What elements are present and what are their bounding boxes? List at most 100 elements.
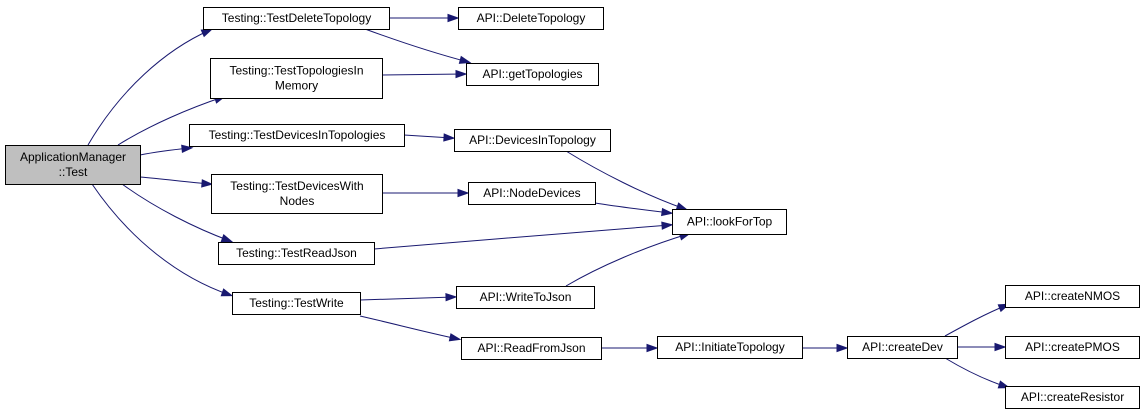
node-api-initiate-topology[interactable]: API::InitiateTopology — [657, 336, 803, 359]
arrowhead-icon — [200, 28, 214, 38]
arrowhead-icon — [445, 293, 458, 302]
node-api-read-from-json[interactable]: API::ReadFromJson — [461, 337, 602, 360]
edge-api-initiate-topology-to-api-create-dev — [802, 343, 849, 353]
node-label: Testing::TestReadJson — [236, 246, 357, 260]
node-box — [189, 124, 405, 147]
edge-api-create-dev-to-api-create-nmos — [944, 303, 1011, 337]
edge-app-test-to-test-write — [91, 183, 234, 297]
arrowhead-icon — [448, 333, 462, 342]
node-test-read-json[interactable]: Testing::TestReadJson — [218, 242, 375, 265]
edge-test-delete-topology-to-api-get-topologies — [364, 28, 472, 64]
node-label: Memory — [275, 79, 318, 93]
edge-line — [91, 183, 231, 296]
node-label: Testing::TestTopologiesIn — [229, 64, 363, 78]
arrowhead-icon — [675, 202, 689, 211]
node-label: Nodes — [280, 194, 315, 208]
node-box — [218, 242, 375, 265]
node-label: API::createNMOS — [1025, 289, 1120, 303]
edge-test-devices-in-topologies-to-api-devices-in-topology — [403, 133, 456, 142]
node-label: ::Test — [59, 165, 88, 179]
arrowhead-icon — [836, 343, 849, 353]
node-box — [456, 286, 595, 309]
node-api-devices-in-topology[interactable]: API::DevicesInTopology — [454, 129, 611, 152]
node-box — [1005, 285, 1140, 308]
edge-app-test-to-test-read-json — [121, 183, 234, 243]
node-label: API::ReadFromJson — [477, 341, 585, 355]
arrowhead-icon — [661, 221, 674, 230]
node-box — [1005, 336, 1140, 359]
arrowhead-icon — [443, 133, 456, 142]
edge-line — [121, 183, 231, 242]
node-api-get-topologies[interactable]: API::getTopologies — [466, 63, 599, 86]
node-label: API::lookForTop — [687, 215, 773, 229]
edge-api-create-dev-to-api-create-resistor — [944, 357, 1011, 389]
node-box — [657, 336, 803, 359]
node-label: API::WriteToJson — [480, 290, 572, 304]
node-box — [468, 182, 596, 205]
edge-test-devices-with-nodes-to-api-node-devices — [382, 188, 470, 198]
edge-line — [565, 233, 689, 287]
edge-line — [87, 29, 211, 146]
edge-test-topologies-in-memory-to-api-get-topologies — [381, 69, 468, 79]
node-label: API::DevicesInTopology — [469, 133, 596, 147]
arrowhead-icon — [447, 13, 460, 23]
edge-api-write-to-json-to-api-look-for-top — [565, 232, 692, 287]
node-label: API::InitiateTopology — [675, 340, 784, 354]
node-box — [847, 336, 958, 359]
node-api-node-devices[interactable]: API::NodeDevices — [468, 182, 596, 205]
arrowhead-icon — [201, 179, 214, 188]
edge-line — [594, 202, 671, 214]
edge-line — [359, 296, 455, 301]
node-box — [466, 63, 599, 86]
node-box — [203, 7, 390, 30]
node-api-delete-topology[interactable]: API::DeleteTopology — [458, 7, 604, 30]
node-api-create-nmos[interactable]: API::createNMOS — [1005, 285, 1140, 308]
node-label: Testing::TestDevicesInTopologies — [209, 128, 386, 142]
node-box — [5, 145, 141, 185]
edge-line — [944, 304, 1008, 337]
node-label: API::createDev — [862, 340, 943, 354]
edge-api-create-dev-to-api-create-pmos — [957, 342, 1007, 352]
node-label: API::createPMOS — [1025, 340, 1120, 354]
arrowhead-icon — [661, 207, 674, 217]
node-box — [672, 209, 787, 235]
node-api-write-to-json[interactable]: API::WriteToJson — [456, 286, 595, 309]
node-box — [210, 58, 383, 99]
edge-line — [117, 96, 224, 146]
arrowhead-icon — [994, 342, 1007, 352]
edge-line — [381, 73, 465, 76]
node-label: Testing::TestDeleteTopology — [222, 11, 371, 25]
edge-app-test-to-test-devices-with-nodes — [139, 176, 214, 188]
node-box — [232, 292, 361, 315]
arrowhead-icon — [181, 144, 194, 154]
node-test-devices-in-topologies[interactable]: Testing::TestDevicesInTopologies — [189, 124, 405, 147]
arrowhead-icon — [220, 288, 234, 297]
edge-line — [944, 357, 1008, 388]
node-box — [211, 174, 383, 214]
node-box — [1005, 386, 1140, 409]
node-box — [454, 129, 611, 152]
node-label: API::getTopologies — [482, 67, 582, 81]
node-api-look-for-top[interactable]: API::lookForTop — [672, 209, 787, 235]
node-test-write[interactable]: Testing::TestWrite — [232, 292, 361, 315]
edge-test-write-to-api-read-from-json — [359, 315, 462, 342]
node-api-create-dev[interactable]: API::createDev — [847, 336, 958, 359]
edge-api-node-devices-to-api-look-for-top — [594, 202, 674, 217]
arrowhead-icon — [455, 69, 468, 79]
node-test-delete-topology[interactable]: Testing::TestDeleteTopology — [203, 7, 390, 30]
edge-test-write-to-api-write-to-json — [359, 293, 458, 302]
edge-line — [359, 315, 459, 340]
edge-line — [364, 28, 469, 63]
node-label: Testing::TestDevicesWith — [230, 179, 363, 193]
edge-test-read-json-to-api-look-for-top — [373, 221, 674, 250]
edge-line — [373, 224, 671, 250]
arrowhead-icon — [458, 55, 472, 64]
edge-app-test-to-test-devices-in-topologies — [139, 144, 194, 156]
node-label: API::DeleteTopology — [477, 11, 586, 25]
node-api-create-pmos[interactable]: API::createPMOS — [1005, 336, 1140, 359]
node-api-create-resistor[interactable]: API::createResistor — [1005, 386, 1140, 409]
node-app-test: ApplicationManager::Test — [5, 145, 141, 185]
